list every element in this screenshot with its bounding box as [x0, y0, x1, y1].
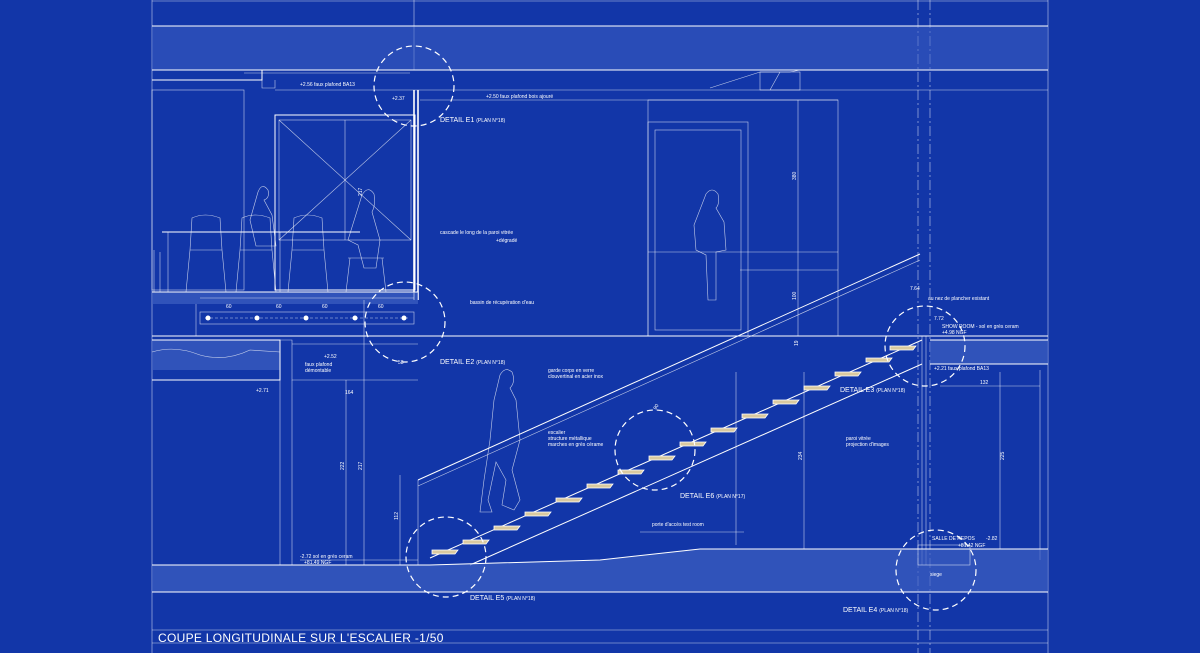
drawing-title: COUPE LONGITUDINALE SUR L'ESCALIER -1/50: [158, 631, 444, 645]
right-structure: [735, 336, 1048, 565]
staircase: [429, 339, 923, 566]
dimension-lines: [200, 72, 1040, 565]
dim-60-2: 60: [276, 304, 282, 310]
note-faux-plafond-dem-2: démontable: [305, 368, 331, 374]
note-escalier-1: escalier: [548, 430, 566, 436]
note-escalier-2: structure métallique: [548, 436, 592, 442]
dim-60-4: 60: [378, 304, 384, 310]
note-bassin: bassin de récupération d'eau: [470, 300, 534, 306]
dim-112: 112: [394, 512, 400, 520]
note-cascade-1: cascade le long de la paroi vitrée: [440, 230, 513, 236]
dim-225: 225: [1000, 451, 1006, 460]
detail-circle-e4: [895, 529, 977, 611]
dim-164: 164: [345, 390, 354, 396]
detail-circle-e5: [405, 516, 487, 598]
detail-e2-label: DETAIL E2: [440, 359, 474, 366]
note-nu-plancher: au nez de plancher existant: [928, 296, 990, 302]
note-sol-left-1: -2.72 sol en grès ceram: [300, 554, 353, 560]
dim-222: 222: [340, 461, 346, 470]
mid-slab: [151, 335, 1048, 565]
note-level-252: +2.52: [324, 354, 337, 360]
walking-figure: [479, 369, 521, 513]
svg-text:DETAIL E3 (PLAN N°18): DETAIL E3 (PLAN N°18): [840, 387, 905, 394]
detail-e4-plan: (PLAN N°18): [879, 608, 908, 614]
detail-e4-label: DETAIL E4: [843, 607, 877, 614]
note-show-room-1: SHOW ROOM - sol en grès ceram: [942, 324, 1019, 330]
detail-e6-label: DETAIL E6: [680, 493, 714, 500]
note-porte: porte d'accès test room: [652, 522, 704, 528]
note-siege: siege: [930, 572, 942, 578]
ground-slab: [152, 544, 1048, 593]
detail-e5-plan: (PLAN N°18): [506, 596, 535, 602]
note-salle-2: -2.82: [986, 536, 998, 542]
detail-circles: [364, 45, 977, 611]
detail-e6-plan: (PLAN N°17): [716, 494, 745, 500]
dim-217: 217: [358, 461, 364, 470]
annotations: +2.56 faux plafond BA13 +2.37 +2.50 faux…: [256, 82, 1019, 578]
note-sol-left-2: +81.49 NGF: [304, 560, 331, 566]
handrail: [417, 253, 921, 565]
note-level-772: 7.72: [934, 316, 944, 322]
dim-380: 380: [792, 171, 798, 180]
svg-text:DETAIL E2 (PLAN N°18): DETAIL E2 (PLAN N°18): [440, 359, 505, 366]
stair-treads: [431, 345, 917, 555]
detail-e1-plan: (PLAN N°18): [476, 118, 505, 124]
note-level-271: +2.71: [256, 388, 269, 394]
detail-e3-label: DETAIL E3: [840, 387, 874, 394]
detail-e1-label: DETAIL E1: [440, 117, 474, 124]
upper-room: [647, 99, 839, 337]
dim-60-3: 60: [322, 304, 328, 310]
dim-234: 234: [798, 451, 804, 460]
note-paroi-1: paroi vitrée: [846, 436, 871, 442]
dim-19: 19: [794, 340, 800, 346]
note-faux-plafond-ba13-top: +2.56 faux plafond BA13: [300, 82, 355, 88]
note-show-room-level: 7.64: [910, 286, 920, 292]
detail-e2-plan: (PLAN N°18): [476, 360, 505, 366]
ceiling-slab: [152, 25, 1048, 101]
note-garde-corps-1: garde corps en verre: [548, 368, 594, 374]
detail-e3-plan: (PLAN N°18): [876, 388, 905, 394]
note-faux-plafond-dem-1: faux plafond: [305, 362, 332, 368]
svg-text:DETAIL E5 (PLAN N°18): DETAIL E5 (PLAN N°18): [470, 595, 535, 602]
svg-text:DETAIL E1 (PLAN N°18): DETAIL E1 (PLAN N°18): [440, 117, 505, 124]
note-cascade-2: +dégradé: [496, 238, 517, 244]
note-show-room-2: +4.98 NGF: [942, 330, 967, 336]
dim-60-1: 60: [226, 304, 232, 310]
detail-circle-e2: [364, 281, 446, 363]
svg-text:DETAIL E6 (PLAN N°17): DETAIL E6 (PLAN N°17): [680, 493, 745, 500]
note-level-221: +2.21 faux plafond BA13: [934, 366, 989, 372]
detail-labels: DETAIL E1 (PLAN N°18) DETAIL E2 (PLAN N°…: [440, 117, 908, 614]
dim-58: 58: [398, 360, 404, 366]
note-faux-plafond-bois: +2.50 faux plafond bois ajouré: [486, 94, 553, 100]
note-escalier-3: marches en grès cérame: [548, 442, 604, 448]
dim-90: 90: [653, 403, 661, 411]
detail-circle-e6: [614, 409, 696, 491]
note-level-237: +2.37: [392, 96, 405, 102]
dimension-values: 60 60 60 60 58 164 217 222 112 90 234 22…: [226, 171, 1006, 520]
note-salle-3: +81.42 NGF: [958, 543, 985, 549]
note-salle-1: SALLE DE REPOS: [932, 536, 975, 542]
detail-circle-e3: [884, 305, 966, 387]
svg-text:DETAIL E4 (PLAN N°18): DETAIL E4 (PLAN N°18): [843, 607, 908, 614]
detail-e5-label: DETAIL E5: [470, 595, 504, 602]
dim-132: 132: [980, 380, 989, 386]
note-paroi-2: projection d'images: [846, 442, 889, 448]
dim-100: 100: [792, 291, 798, 300]
dim-217b: 217: [358, 187, 364, 196]
detail-circle-e1: [373, 45, 455, 127]
note-garde-corps-2: clouvertinal en acier inox: [548, 374, 604, 380]
